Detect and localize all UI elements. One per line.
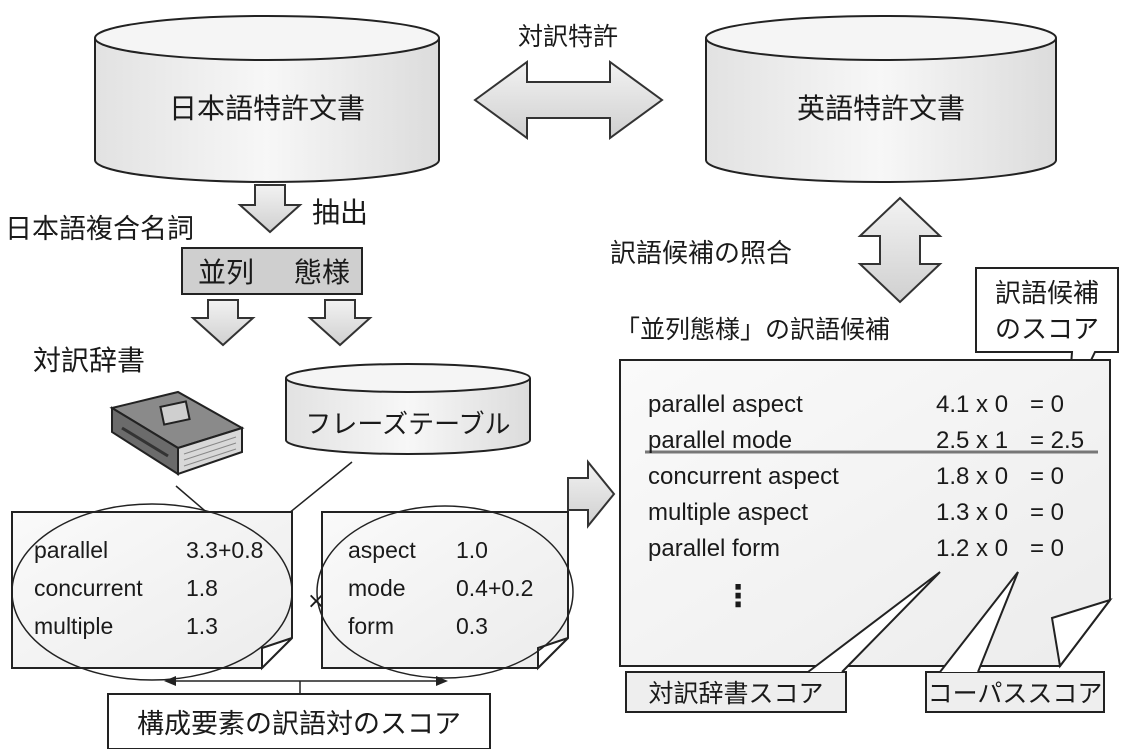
- phrase-table-label: フレーズテーブル: [305, 410, 510, 440]
- candidate-score: 2.5 x 1: [936, 427, 1008, 454]
- extract-label: 抽出: [312, 196, 368, 229]
- phrase-table-db: フレーズテーブル: [285, 363, 531, 455]
- dictionary-score-callout: 対訳辞書スコア: [625, 571, 941, 713]
- component-2: 態様: [294, 256, 350, 289]
- callout-line-2: のスコア: [995, 315, 1099, 345]
- compound-noun-label: 日本語複合名詞: [5, 214, 194, 245]
- japanese-patent-db-label: 日本語特許文書: [169, 92, 365, 125]
- component-pair-score-label: 構成要素の訳語対のスコア: [137, 709, 461, 740]
- right-score: 0.3: [456, 613, 488, 639]
- english-patent-db-label: 英語特許文書: [797, 92, 965, 125]
- right-score-document: [321, 511, 569, 671]
- left-score: 3.3+0.8: [186, 537, 263, 563]
- corpus-score-callout: コーパススコア: [925, 571, 1105, 713]
- right-score: 1.0: [456, 537, 488, 563]
- candidate-result: = 0: [1030, 535, 1064, 562]
- candidate-score: 1.2 x 0: [936, 535, 1008, 562]
- book-icon: [109, 390, 245, 476]
- candidates-title: 「並列態様」の訳語候補: [615, 315, 890, 344]
- parallel-patents-label: 対訳特許: [518, 22, 618, 51]
- candidate-rows: parallel aspect 4.1 x 0 = 0 parallel mode 2.…: [648, 391, 1084, 562]
- candidate-result: = 0: [1030, 391, 1064, 418]
- left-term: concurrent: [34, 575, 143, 601]
- left-term: multiple: [34, 613, 113, 639]
- bilingual-dictionary-label: 対訳辞書: [33, 344, 145, 377]
- left-score: 1.8: [186, 575, 218, 601]
- matching-label: 訳語候補の照合: [610, 239, 792, 269]
- component-1: 並列: [198, 256, 254, 289]
- english-patent-db: 英語特許文書: [705, 15, 1057, 183]
- candidate-score: 1.3 x 0: [936, 499, 1008, 526]
- left-score-ellipse: [11, 503, 293, 681]
- right-score-ellipse: [316, 505, 574, 679]
- right-term: aspect: [348, 537, 416, 563]
- left-score-rows: parallel 3.3+0.8 concurrent 1.8 multiple 1.3: [34, 537, 263, 639]
- right-term: mode: [348, 575, 406, 601]
- candidate-result: = 0: [1030, 463, 1064, 490]
- multiply-sign: ×: [307, 589, 325, 614]
- candidate-result: = 2.5: [1030, 427, 1084, 454]
- candidates-document: [619, 359, 1113, 669]
- to-candidates-arrow: [567, 459, 616, 529]
- right-term: form: [348, 613, 394, 639]
- candidate-term: concurrent aspect: [648, 463, 839, 490]
- left-term: parallel: [34, 537, 108, 563]
- right-score-rows: aspect 1.0 mode 0.4+0.2 form 0.3: [348, 537, 533, 639]
- candidate-term: multiple aspect: [648, 499, 808, 526]
- component-pair-score: 構成要素の訳語対のスコア: [107, 676, 491, 750]
- down-arrow-right: [307, 299, 373, 347]
- dictionary-score-label: 対訳辞書スコア: [648, 679, 823, 708]
- corpus-score-label: コーパススコア: [928, 679, 1103, 708]
- candidate-score: 1.8 x 0: [936, 463, 1008, 490]
- candidate-result: = 0: [1030, 499, 1064, 526]
- left-score: 1.3: [186, 613, 218, 639]
- left-score-document: [11, 511, 293, 671]
- candidate-term: parallel mode: [648, 427, 792, 454]
- candidate-term: parallel form: [648, 535, 780, 562]
- down-arrow-left: [190, 299, 256, 347]
- more-candidates-ellipsis: ⋮: [723, 579, 753, 614]
- candidate-score: 4.1 x 0: [936, 391, 1008, 418]
- extract-arrow: 抽出: [237, 184, 368, 234]
- matching-arrow: 訳語候補の照合: [610, 196, 943, 304]
- callout-line-1: 訳語候補: [995, 279, 1099, 309]
- parallel-patents-arrow: 対訳特許: [473, 22, 664, 140]
- right-score: 0.4+0.2: [456, 575, 533, 601]
- compound-noun-box: 並列 態様: [181, 247, 363, 295]
- japanese-patent-db: 日本語特許文書: [94, 15, 440, 183]
- candidate-term: parallel aspect: [648, 391, 803, 418]
